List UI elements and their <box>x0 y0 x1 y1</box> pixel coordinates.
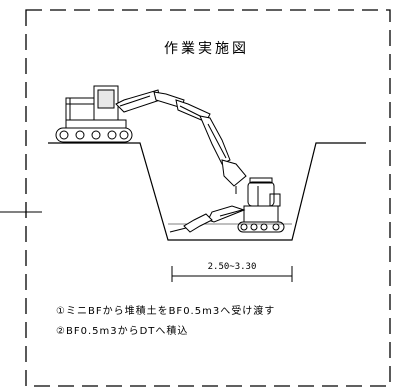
mini-excavator <box>169 177 285 233</box>
note-step-2: ②BF0.5m3からDTへ積込 <box>56 326 189 337</box>
large-excavator <box>55 85 247 194</box>
pit-outline <box>48 142 366 241</box>
note-step-1: ①ミニBFから堆積土をBF0.5m3へ受け渡す <box>56 306 276 317</box>
dashed-frame <box>25 9 391 387</box>
dimension-line <box>171 266 293 282</box>
dimension-label: 2.50~3.30 <box>207 262 257 272</box>
diagram-title: 作業実施図 <box>164 41 249 57</box>
